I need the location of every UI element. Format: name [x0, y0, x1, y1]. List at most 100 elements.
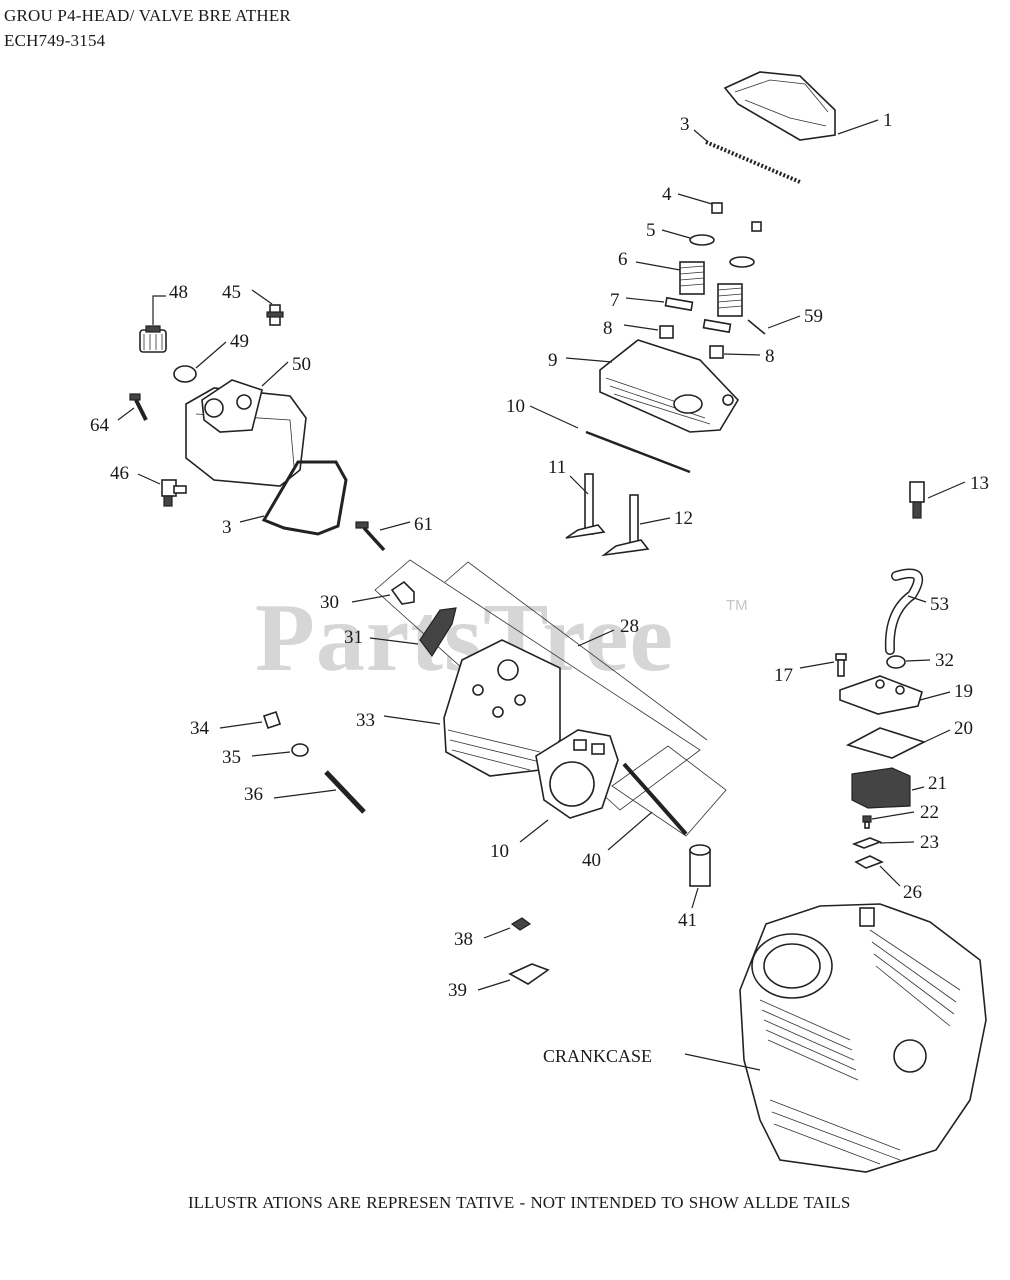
- callout-1[interactable]: 1: [883, 110, 893, 131]
- part-33-cylinder-head[interactable]: [443, 639, 561, 777]
- part-34-nut[interactable]: [262, 710, 282, 730]
- callout-8b[interactable]: 8: [765, 346, 775, 367]
- part-35-washer[interactable]: [291, 743, 309, 757]
- part-7-valve-guide[interactable]: [664, 296, 694, 312]
- callout-49[interactable]: 49: [230, 331, 249, 352]
- leader-21: [911, 786, 925, 791]
- part-36-stud[interactable]: [324, 770, 366, 814]
- part-9-cylinder-head[interactable]: [599, 339, 739, 433]
- part-4-valve-keeper-b[interactable]: [751, 221, 762, 232]
- part-31-rocker-arm[interactable]: [419, 607, 457, 658]
- watermark-trademark: TM: [726, 597, 748, 614]
- callout-6[interactable]: 6: [618, 249, 628, 270]
- leader-50: [261, 361, 289, 387]
- callout-39[interactable]: 39: [448, 980, 467, 1001]
- part-26-reed-retainer[interactable]: [854, 855, 884, 869]
- callout-19[interactable]: 19: [954, 681, 973, 702]
- callout-59[interactable]: 59: [804, 306, 823, 327]
- callout-21[interactable]: 21: [928, 773, 947, 794]
- part-8-stem-seal-b[interactable]: [709, 345, 724, 359]
- part-8-stem-seal[interactable]: [659, 325, 674, 339]
- callout-34[interactable]: 34: [190, 718, 210, 739]
- callout-36[interactable]: 36: [244, 784, 263, 805]
- part-3-cover-gasket[interactable]: [705, 140, 801, 184]
- leader-23: [879, 841, 915, 844]
- part-6-valve-spring[interactable]: [679, 261, 743, 317]
- callout-35[interactable]: 35: [222, 747, 241, 768]
- part-10-head-gasket[interactable]: [585, 430, 691, 474]
- callout-26[interactable]: 26: [903, 882, 922, 903]
- callout-10a[interactable]: 10: [506, 396, 525, 417]
- crankcase[interactable]: [739, 903, 987, 1173]
- diagram-model-number: ECH749-3154: [4, 31, 106, 50]
- callout-5[interactable]: 5: [646, 220, 656, 241]
- part-39-guide-plate[interactable]: [508, 963, 550, 985]
- part-1-valve-cover[interactable]: [723, 71, 836, 141]
- leader-49: [195, 341, 227, 369]
- leader-38: [483, 927, 511, 939]
- part-45-breather-fitting[interactable]: [266, 304, 284, 326]
- callout-8a[interactable]: 8: [603, 318, 613, 339]
- callout-9[interactable]: 9: [548, 350, 558, 371]
- callout-28[interactable]: 28: [620, 616, 639, 637]
- part-50-rocker-cover[interactable]: [185, 379, 307, 487]
- part-40-push-rod[interactable]: [622, 762, 688, 836]
- part-64-screw[interactable]: [129, 393, 148, 421]
- part-22-screw[interactable]: [862, 815, 872, 829]
- part-49-o-ring[interactable]: [173, 365, 197, 383]
- part-17-screw[interactable]: [835, 653, 847, 677]
- callout-45[interactable]: 45: [222, 282, 241, 303]
- callout-48[interactable]: 48: [169, 282, 188, 303]
- leader-48: [152, 295, 166, 325]
- leader-12: [639, 517, 671, 525]
- crankcase-label[interactable]: CRANKCASE: [543, 1046, 652, 1066]
- part-61-stud[interactable]: [355, 521, 386, 552]
- part-59-key[interactable]: [747, 319, 766, 335]
- callout-64[interactable]: 64: [90, 415, 110, 436]
- callout-10b[interactable]: 10: [490, 841, 509, 862]
- callout-61[interactable]: 61: [414, 514, 433, 535]
- part-30-rocker-pivot[interactable]: [390, 580, 415, 605]
- part-48-oil-fill-cap[interactable]: [139, 325, 167, 353]
- part-21-breather-filter[interactable]: [851, 767, 911, 809]
- callout-22[interactable]: 22: [920, 802, 939, 823]
- callout-4[interactable]: 4: [662, 184, 672, 205]
- part-4-valve-keeper[interactable]: [711, 202, 723, 214]
- callout-7[interactable]: 7: [610, 290, 620, 311]
- callout-30[interactable]: 30: [320, 592, 339, 613]
- part-13-sensor[interactable]: [909, 481, 925, 519]
- callout-50[interactable]: 50: [292, 354, 311, 375]
- part-10-head-gasket-center[interactable]: [535, 729, 619, 819]
- callout-3b[interactable]: 3: [222, 517, 232, 538]
- part-11-intake-valve[interactable]: [565, 473, 606, 539]
- part-41-valve-lifter[interactable]: [689, 844, 711, 887]
- part-38-clip[interactable]: [510, 917, 532, 931]
- callout-33[interactable]: 33: [356, 710, 375, 731]
- callout-11[interactable]: 11: [548, 457, 566, 478]
- callout-20[interactable]: 20: [954, 718, 973, 739]
- callout-41[interactable]: 41: [678, 910, 697, 931]
- callout-46[interactable]: 46: [110, 463, 129, 484]
- part-20-breather-gasket[interactable]: [845, 727, 927, 759]
- callout-13[interactable]: 13: [970, 473, 989, 494]
- part-12-exhaust-valve[interactable]: [601, 494, 650, 557]
- callout-32[interactable]: 32: [935, 650, 954, 671]
- part-7-valve-guide-b[interactable]: [702, 318, 732, 334]
- callout-12[interactable]: 12: [674, 508, 693, 529]
- part-32-hose-clamp[interactable]: [886, 655, 906, 669]
- part-23-reed-valve[interactable]: [851, 837, 883, 849]
- callout-38[interactable]: 38: [454, 929, 473, 950]
- part-5-spring-retainer-b[interactable]: [729, 256, 755, 268]
- leader-3b: [239, 515, 265, 523]
- callout-3a[interactable]: 3: [680, 114, 690, 135]
- callout-17[interactable]: 17: [774, 665, 793, 686]
- part-5-spring-retainer[interactable]: [689, 234, 715, 246]
- part-19-breather-cover[interactable]: [839, 675, 923, 715]
- callout-31[interactable]: 31: [344, 627, 363, 648]
- part-3-rocker-cover-gasket[interactable]: [261, 460, 348, 536]
- callout-53[interactable]: 53: [930, 594, 949, 615]
- callout-40[interactable]: 40: [582, 850, 601, 871]
- part-46-elbow-fitting[interactable]: [161, 479, 187, 507]
- callout-23[interactable]: 23: [920, 832, 939, 853]
